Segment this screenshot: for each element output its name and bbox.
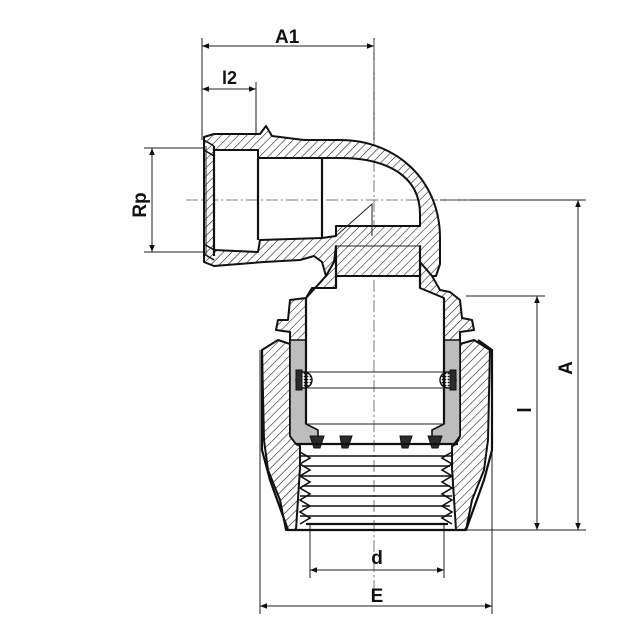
thread-profile-left — [298, 451, 312, 525]
dimension-lines — [144, 38, 586, 614]
cap-nut-outline — [260, 339, 494, 532]
insert-ring-left — [289, 339, 319, 445]
dimension-labels: A1 l2 Rp A l d E — [130, 27, 577, 607]
grip-tooth-3 — [399, 435, 413, 449]
grip-tooth-4 — [427, 435, 443, 449]
clamp-insert — [289, 298, 461, 445]
insert-ring-right — [431, 339, 461, 445]
label-l2: l2 — [222, 68, 237, 88]
bottom-threads — [298, 451, 454, 526]
label-l: l — [515, 407, 536, 412]
elbow-wall-outer — [203, 125, 441, 277]
thread-profile-right — [440, 451, 454, 525]
label-e: E — [371, 586, 384, 607]
seal-groove-left — [295, 369, 303, 391]
branch-thread-marks — [203, 139, 215, 261]
label-d: d — [371, 548, 383, 569]
label-a: A — [556, 361, 577, 375]
label-rp: Rp — [130, 192, 151, 217]
grip-ring — [296, 435, 458, 449]
cap-nut — [260, 339, 494, 532]
label-a1: A1 — [275, 27, 300, 48]
grip-tooth-1 — [309, 435, 325, 449]
grip-tooth-2 — [339, 435, 353, 449]
seal-groove-right — [449, 369, 457, 391]
thread-lines — [300, 455, 452, 517]
elbow-body — [203, 125, 441, 277]
bore-bend-chamfer — [335, 202, 373, 237]
